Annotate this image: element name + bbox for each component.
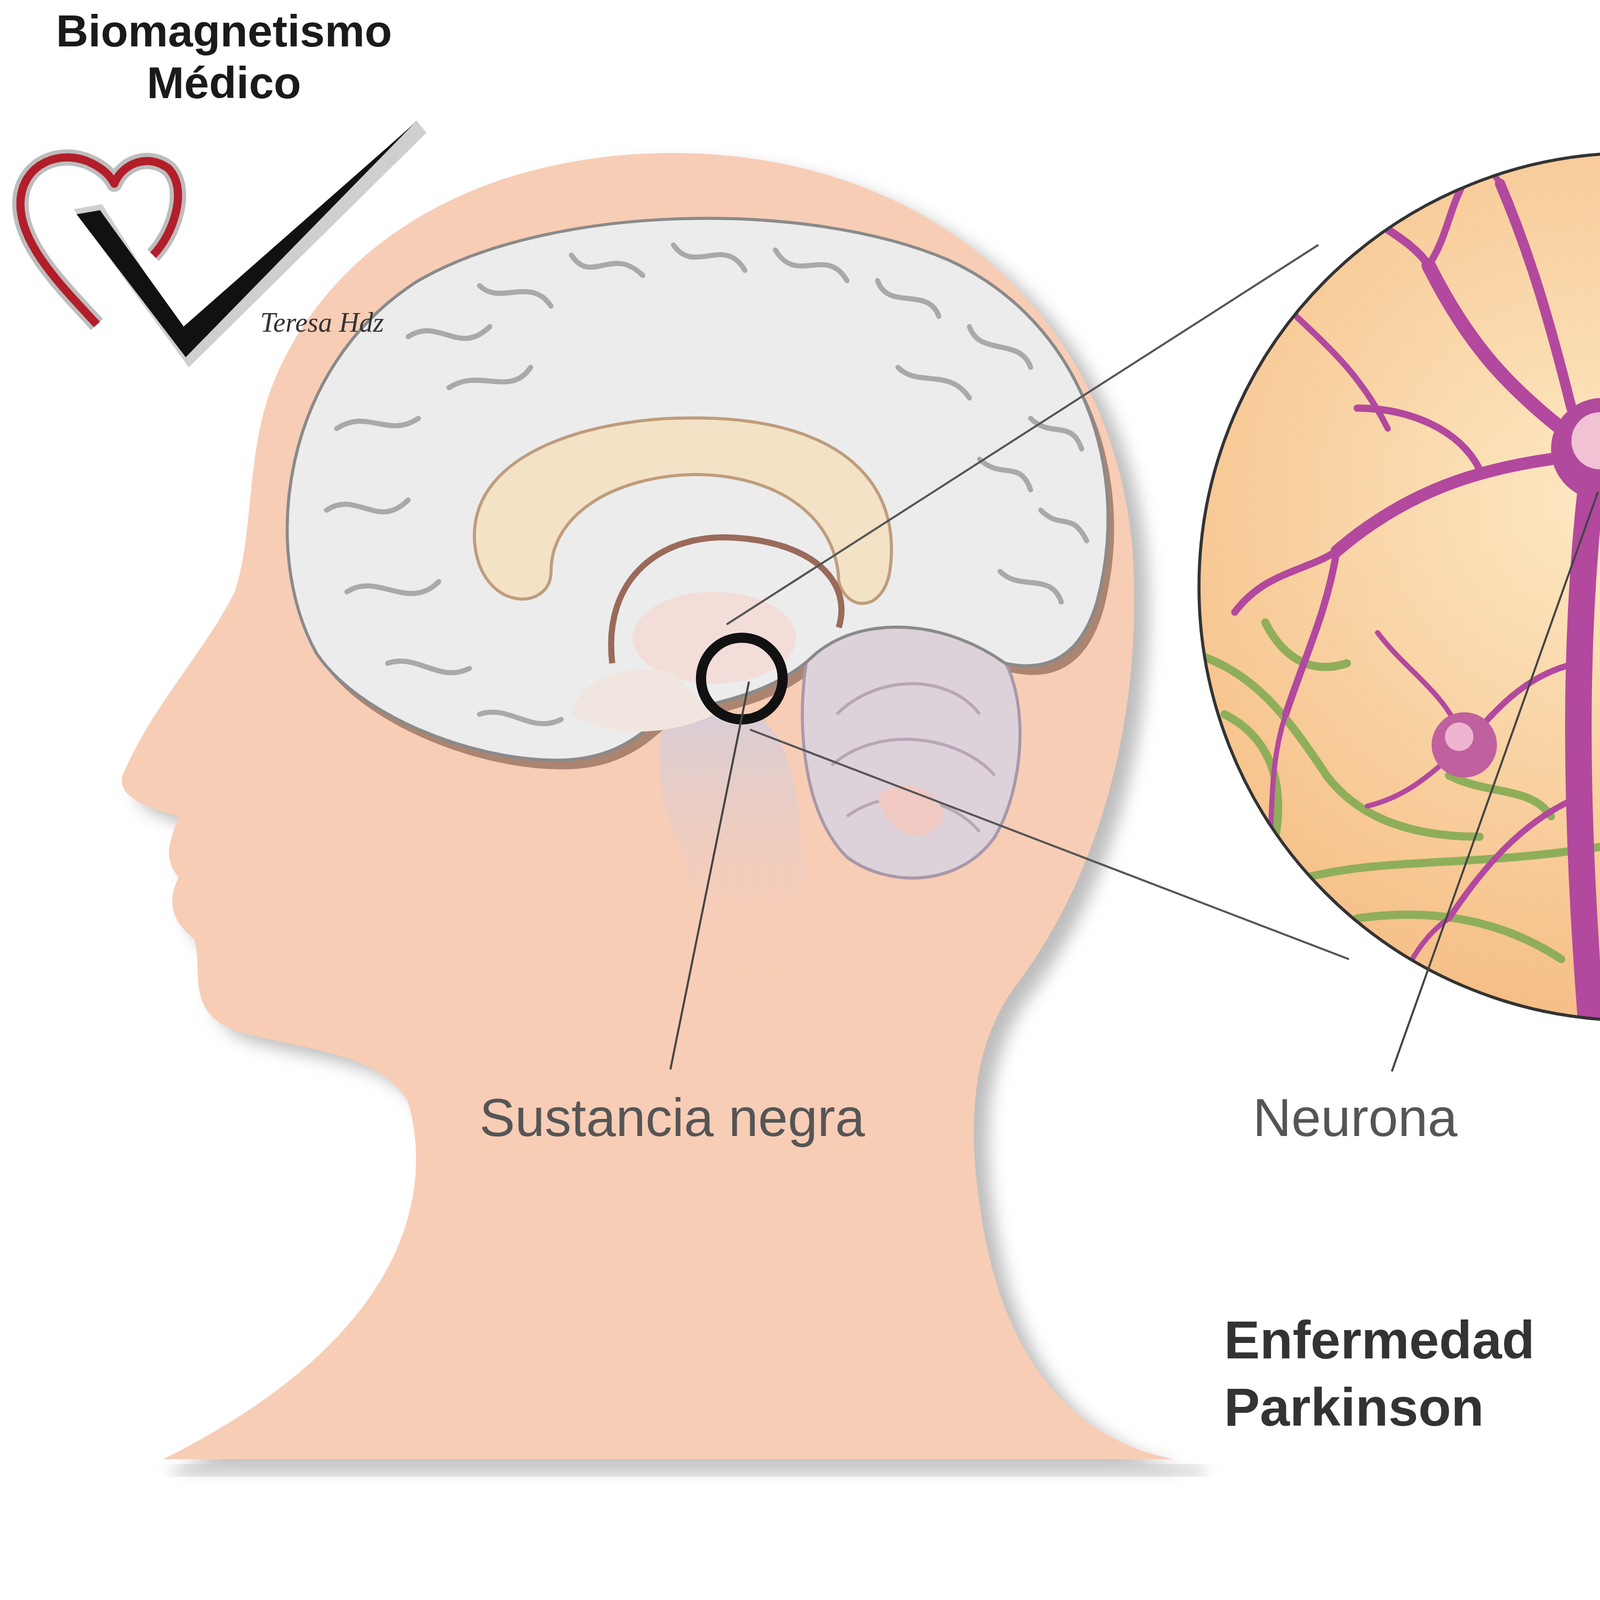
thalamus bbox=[632, 592, 796, 684]
brainstem bbox=[659, 714, 827, 980]
substantia-nigra-marker bbox=[700, 637, 783, 720]
midbrain bbox=[571, 669, 715, 732]
ground-shadow bbox=[173, 1465, 1204, 1476]
brain-gyri bbox=[326, 244, 1087, 724]
leader-line bbox=[670, 681, 749, 1070]
part-label: Neurona bbox=[1252, 1088, 1458, 1147]
logo-mark bbox=[20, 120, 427, 368]
head-silhouette bbox=[121, 153, 1174, 1460]
author-signature: Teresa Hdz bbox=[260, 307, 384, 338]
logo-text: Biomagnetismo Médico bbox=[10, 5, 438, 109]
cerebrum bbox=[287, 218, 1109, 760]
diagram-title: Enfermedad Parkinson bbox=[1224, 1306, 1592, 1442]
neuron-zoom bbox=[1194, 142, 1600, 1031]
part-label: Sustancia negra bbox=[479, 1088, 866, 1147]
cerebellum bbox=[802, 615, 1021, 878]
leader-line bbox=[1392, 491, 1598, 1072]
